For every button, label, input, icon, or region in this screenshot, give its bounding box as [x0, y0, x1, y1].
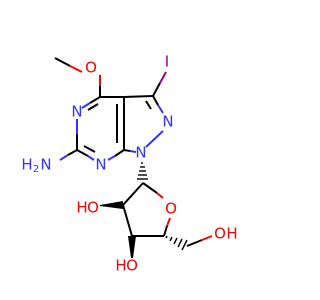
bond-c5p-o-red — [201, 235, 213, 241]
bond-c3-n2-inner — [145, 100, 152, 110]
bond-n1p-c7a-n — [129, 150, 137, 153]
bond-c4-n3 — [89, 96, 101, 104]
atom-n-pyrimidine-top: N — [71, 103, 82, 121]
atom-amine-n: N — [40, 156, 51, 174]
atom-labels: I O N N N N H 2 N O H O H O O H — [21, 53, 237, 275]
bond-c2p-c1p — [122, 182, 144, 206]
bond-c2-nh2-n — [59, 154, 69, 161]
bond-c3p-oh-wedge — [128, 236, 136, 258]
bond-o-c4p-red — [166, 217, 171, 227]
atom-ring-o: O — [165, 200, 177, 218]
atom-methoxy-o: O — [85, 59, 97, 77]
bond-n1-c7a-n — [107, 155, 116, 161]
atom-hydroxyl-3-o: O — [126, 257, 138, 275]
bond-n2-n1p — [145, 130, 164, 148]
bond-c3-i-purple — [159, 71, 167, 84]
bond-c1p-o-red — [156, 192, 164, 199]
bond-c2-n1 — [76, 149, 89, 157]
bond-c2-n1-n — [87, 155, 95, 161]
bond-o-c4p — [163, 225, 168, 237]
bond-c2-nh2 — [67, 149, 78, 156]
atom-hydroxyl-3-h: H — [115, 257, 126, 275]
atom-hydroxyl-2-o: O — [87, 199, 99, 217]
atom-hydroxyl-2-h: H — [76, 199, 87, 217]
bond-methyl-o-red — [69, 65, 83, 73]
bond-n1p-c7a — [123, 149, 131, 152]
bond-n1p-c1p-hashed — [137, 162, 148, 180]
bond-c5p-o — [186, 239, 203, 247]
bond-c4-n3-inner — [87, 103, 99, 111]
bonds — [54, 57, 213, 258]
bond-n1-c7a — [114, 149, 125, 157]
bond-c2p-oh-wedge — [100, 201, 123, 209]
bond-c2-n1-inner — [83, 145, 96, 153]
bond-c1p-o — [142, 182, 158, 194]
atom-n-pyrazole-1: N — [135, 144, 146, 162]
bond-c3-n2 — [152, 95, 159, 106]
atom-hydroxymethyl-o: O — [214, 225, 226, 243]
atom-amine-h: H — [21, 156, 32, 174]
bond-c4p-c5p-hashed — [165, 235, 188, 251]
atom-n-pyrazole-2: N — [162, 113, 173, 131]
atom-hydroxymethyl-h: H — [226, 225, 237, 243]
atom-amine-sub: 2 — [33, 164, 39, 175]
chemical-structure: I O N N N N H 2 N O H O H O O H — [21, 53, 237, 275]
bond-c3a-c3 — [123, 95, 154, 98]
bond-c3-n2-n — [157, 104, 164, 114]
bond-c4-n3-n — [81, 102, 91, 109]
atom-n-pyrimidine-bottom: N — [95, 156, 106, 174]
bond-c3-i — [152, 82, 161, 97]
atom-iodine: I — [165, 53, 169, 71]
bond-c3p-c2p — [122, 204, 133, 237]
bond-methyl-o — [54, 57, 71, 67]
